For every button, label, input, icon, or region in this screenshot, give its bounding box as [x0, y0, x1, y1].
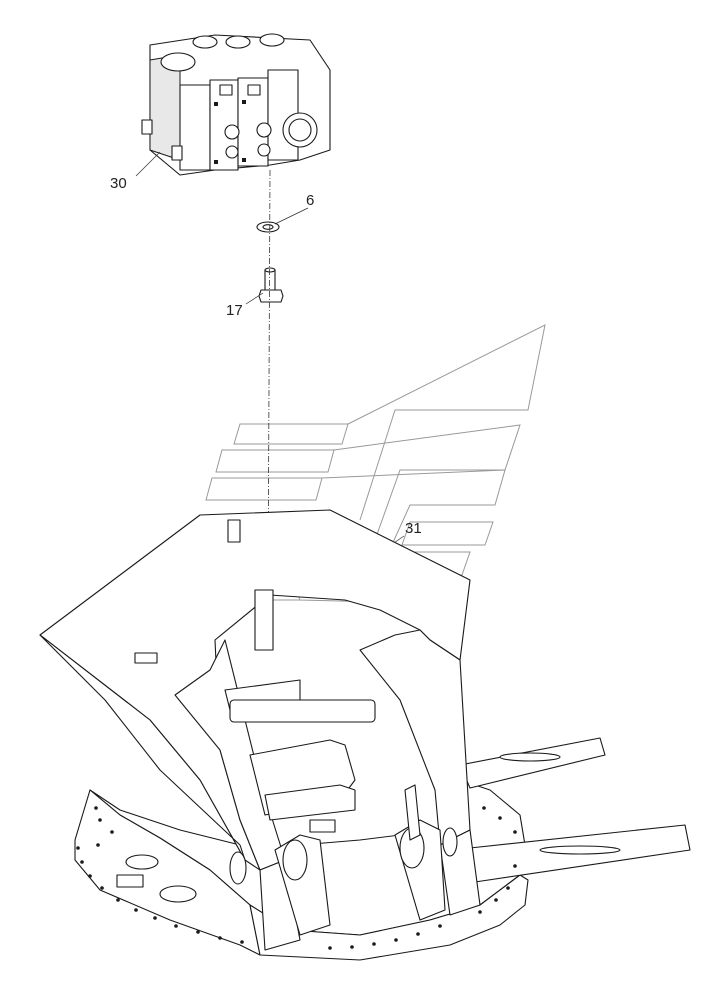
assembly-centre-line — [267, 169, 271, 601]
callout-30: 30 — [110, 175, 127, 192]
turntable-frame — [39, 509, 691, 961]
leader-17 — [245, 292, 264, 305]
bolt — [258, 267, 284, 303]
callout-17: 17 — [226, 302, 243, 319]
leader-30 — [135, 151, 161, 177]
leader-6 — [274, 207, 309, 225]
hydraulic-valve-block — [141, 33, 331, 176]
washer — [256, 221, 280, 233]
callout-6: 6 — [306, 192, 315, 209]
callout-31: 31 — [405, 520, 422, 537]
